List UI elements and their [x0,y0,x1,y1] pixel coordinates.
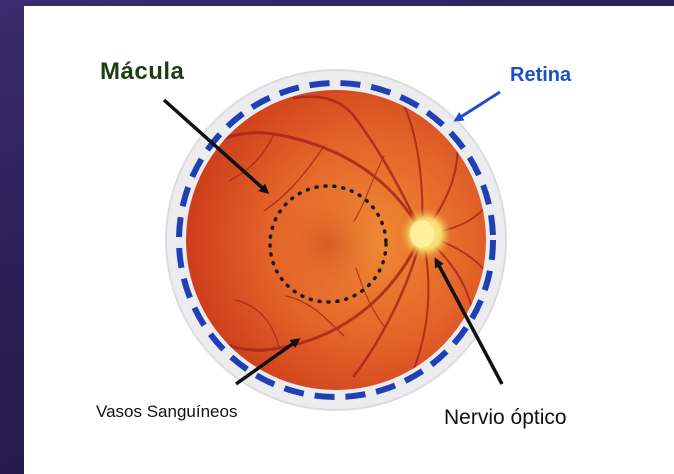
macula-shading [273,189,383,299]
diagram-panel: Mácula Retina Vasos Sanguíneos Nervio óp… [24,6,674,474]
optic-nerve-label: Nervio óptico [444,406,567,430]
blood-vessels-label: Vasos Sanguíneos [96,402,237,422]
retina-label: Retina [510,64,571,87]
retina-arrow [456,92,500,120]
macula-label: Mácula [100,58,184,86]
